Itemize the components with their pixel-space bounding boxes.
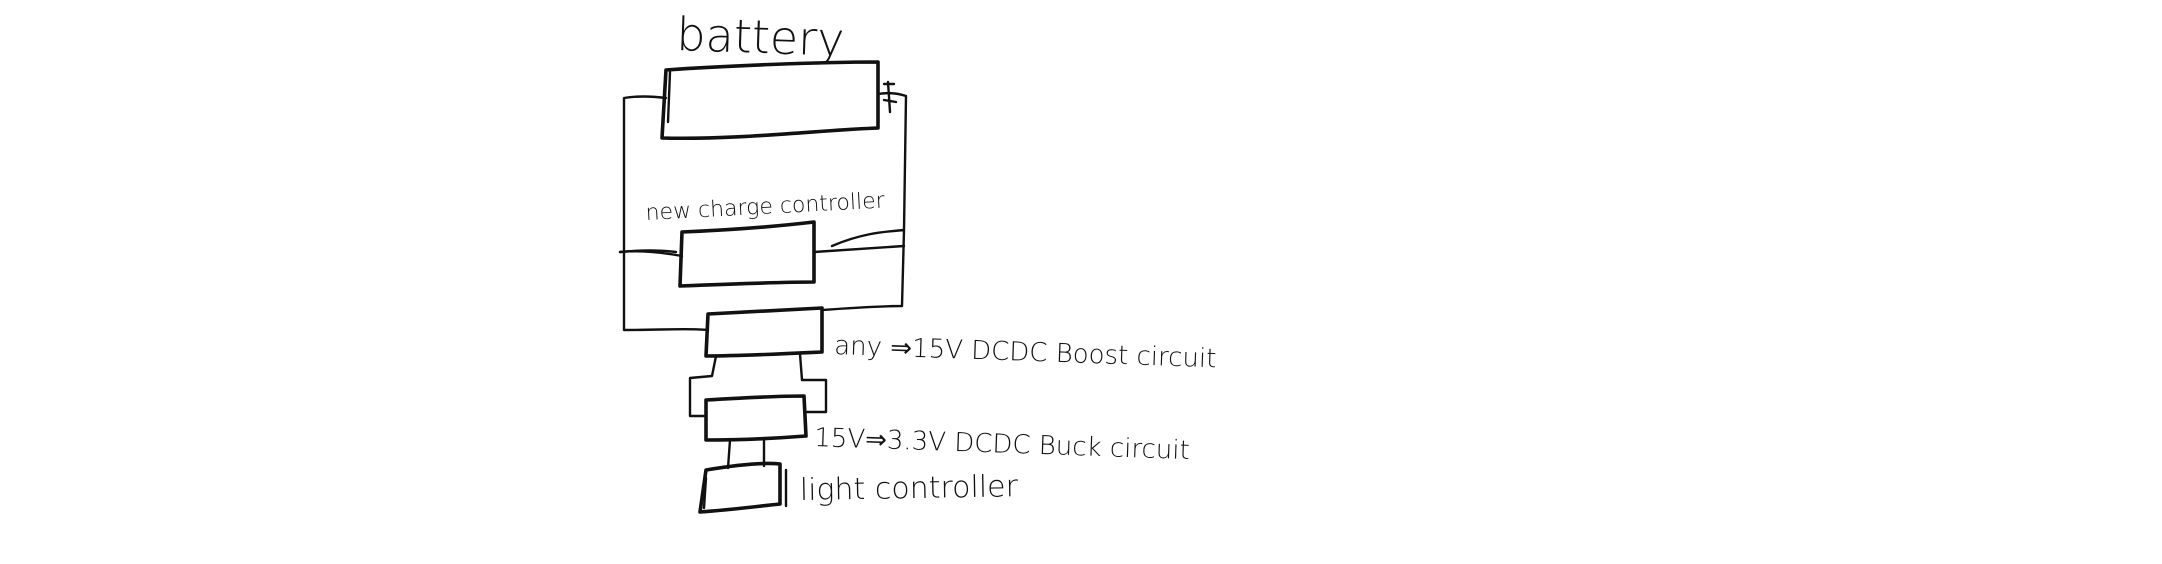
buck-circuit-group: 15V⇒3.3V DCDC Buck circuit xyxy=(704,394,1190,466)
wire-boost-buck-left xyxy=(688,354,718,418)
boost-circuit-box xyxy=(704,306,824,358)
charge-controller-box xyxy=(678,220,816,288)
light-controller-group: light controller xyxy=(698,461,1019,514)
charge-controller-label: new charge controller xyxy=(645,188,886,226)
wire-right-battery xyxy=(820,91,908,312)
boost-circuit-group: any ⇒15V DCDC Boost circuit xyxy=(704,306,1217,374)
wire-boost-buck-right xyxy=(798,352,828,414)
light-controller-box xyxy=(698,461,782,514)
battery-box xyxy=(660,60,880,141)
boost-to-buck-wiring xyxy=(688,352,828,418)
light-controller-label: light controller xyxy=(800,469,1019,508)
buck-circuit-box xyxy=(704,394,808,442)
buck-circuit-label: 15V⇒3.3V DCDC Buck circuit xyxy=(814,423,1190,466)
wire-charge-right xyxy=(812,244,906,254)
buck-to-light-wiring xyxy=(726,438,766,470)
light-controller-stub xyxy=(702,468,788,510)
wire-charge-left xyxy=(618,250,684,258)
wire-buck-light-left xyxy=(726,438,732,470)
battery-terminal-left xyxy=(666,70,672,124)
battery-label: battery xyxy=(676,7,846,67)
battery-terminal-right xyxy=(882,80,898,114)
battery-group: battery xyxy=(660,7,898,141)
boost-circuit-label: any ⇒15V DCDC Boost circuit xyxy=(834,331,1217,374)
